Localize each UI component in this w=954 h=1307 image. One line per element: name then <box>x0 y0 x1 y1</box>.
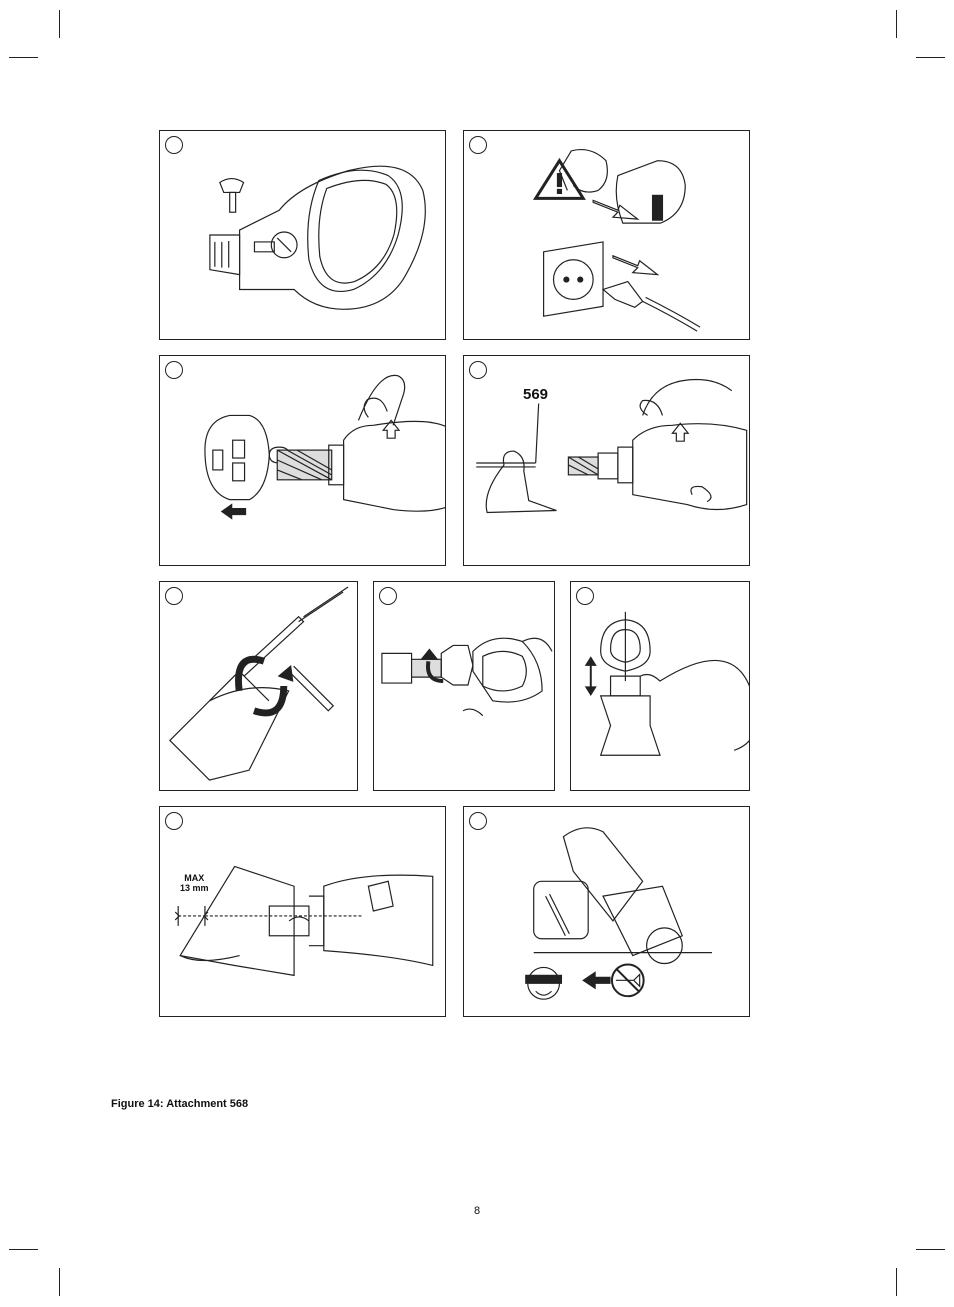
panel-insert-bit: 569 <box>463 355 750 566</box>
crop-mark <box>59 10 60 38</box>
insert-bit-drawing <box>464 356 749 565</box>
page-number: 8 <box>0 1205 954 1217</box>
warning-triangle-icon <box>536 161 584 199</box>
attach-twist-drawing <box>374 582 554 790</box>
safety-goggles-mask-icon <box>526 967 562 999</box>
crop-mark <box>59 1268 60 1296</box>
arrow-icon <box>222 505 246 519</box>
panel-attachment-overview <box>159 130 446 340</box>
vertical-double-arrow-icon <box>586 657 596 695</box>
panel-tighten-rotate <box>159 581 358 791</box>
arrow-icon <box>583 972 610 988</box>
attachment-drawing <box>160 131 445 339</box>
panel-remove-cap <box>159 355 446 566</box>
battery-pack-icon <box>616 161 685 223</box>
wall-socket-icon <box>544 242 603 316</box>
rotate-arrow-icon <box>238 659 292 713</box>
depth-adjust-drawing <box>571 582 749 790</box>
panel-attach-twist <box>373 581 555 791</box>
no-dust-extraction-icon <box>612 964 644 996</box>
panel-safety-unplug <box>463 130 750 340</box>
remove-cap-drawing <box>160 356 445 565</box>
crop-mark <box>896 10 897 38</box>
crop-mark <box>9 1249 38 1250</box>
arrow-icon <box>672 423 688 441</box>
crop-mark <box>916 1249 945 1250</box>
crop-mark <box>916 57 945 58</box>
power-plug-icon <box>603 282 700 332</box>
panel-safety-goggles <box>463 806 750 1017</box>
panel-depth-adjust <box>570 581 750 791</box>
figure-caption: Figure 14: Attachment 568 <box>111 1098 248 1110</box>
crop-mark <box>9 57 38 58</box>
safety-drawing <box>464 807 749 1016</box>
panel-max-depth: MAX 13 mm <box>159 806 446 1017</box>
unplug-drawing <box>464 131 749 339</box>
tighten-drawing <box>160 582 357 790</box>
crop-mark <box>896 1268 897 1296</box>
max-depth-drawing <box>160 807 445 1016</box>
